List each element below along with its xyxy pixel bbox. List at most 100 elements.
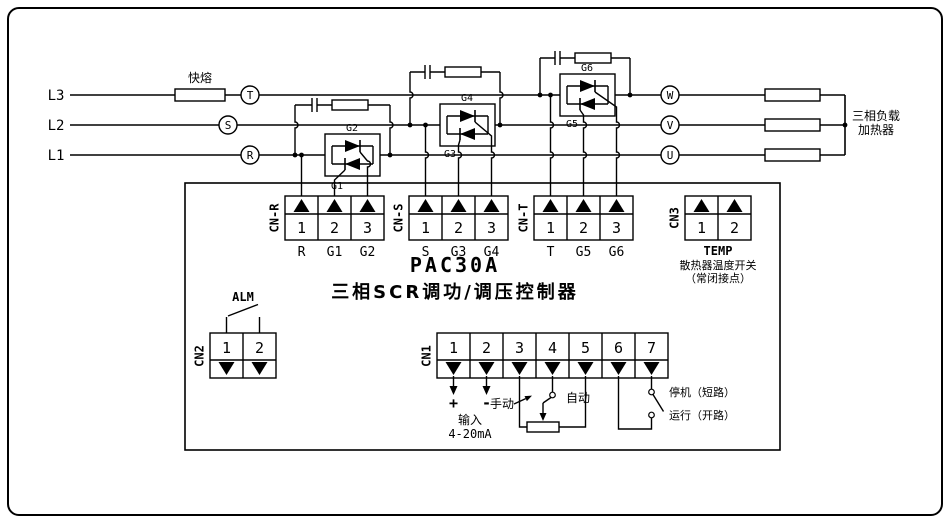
connector-cn-r: 1 2 3 CN-R R G1 G2 [268,195,385,260]
model-title: PAC30A [410,253,500,277]
thyristor-symbol [580,98,595,110]
input-label: 输入 [458,412,482,427]
gate-wire-g4 [474,121,496,198]
pin-number: 1 [421,219,430,237]
pin-number: 1 [697,219,706,237]
pin-label: S [422,245,430,260]
pin-number: 7 [647,339,656,357]
load-label-1: 三相负载 [852,109,900,123]
gate-wire-g5 [579,109,588,198]
pin-number: 2 [330,219,339,237]
alm-contact-wires [225,317,261,333]
pin-label: G6 [609,245,625,260]
resistor-symbol [331,99,369,111]
terminal-triangle [643,362,660,375]
pot-left-wire [518,376,527,428]
temp-desc-2: （常闭接点） [685,272,751,285]
terminal-triangle [544,362,561,375]
junction-dot [548,92,553,98]
terminal-triangle [417,199,434,212]
scr-branches [566,85,609,105]
pin-label: R [298,245,306,260]
input-range-label: 4-20mA [448,427,492,441]
pin-number: 2 [482,339,491,357]
label-l1: L1 [48,148,65,164]
junction-dot [299,152,304,158]
gate-label-g2: G2 [346,123,358,134]
connector-name: CN2 [193,345,207,367]
scr-branches [446,115,489,135]
terminal-triangle [608,199,625,212]
temp-desc-1: 散热器温度开关 [680,258,757,272]
scr-package [559,73,616,117]
connector-grid [285,196,384,240]
scr-package [439,103,496,147]
snubber-drop [499,72,504,125]
alm-label: ALM [232,290,254,304]
connector-cn3: 1 2 CN3 TEMP 散热器温度开关 （常闭接点） [668,195,757,285]
pin-number: 3 [515,339,524,357]
diagram-border [7,7,943,516]
heater-resistor [764,148,821,162]
scr-module-t: G6 G5 [537,51,633,198]
pin-label: G5 [576,245,592,260]
manual-label: 手动 [490,397,514,411]
label-l2: L2 [48,118,65,134]
heater-resistor [764,118,821,132]
terminal-triangle [726,199,743,212]
pin-number: 1 [297,219,306,237]
terminal-triangle [359,199,376,212]
pin-number: 2 [454,219,463,237]
gate-label-g5: G5 [566,119,578,130]
pin-number: 2 [730,219,739,237]
contact-point [549,391,556,399]
arrow-down-icon [449,386,458,395]
run-wire [617,376,653,430]
connector-name: CN3 [668,207,682,229]
connector-grid [409,196,508,240]
load-heaters: 三相负载 加热器 [764,88,900,162]
phase-circle-r [240,145,260,165]
pin-number: 1 [449,339,458,357]
source-phase-markers: T S R [218,85,260,165]
junction-dot [387,152,393,158]
terminal-triangle [251,362,268,375]
contact-point [648,411,655,419]
pin-number: 2 [255,339,264,357]
pin-number: 2 [579,219,588,237]
contact-point [648,388,655,396]
junction-dot [842,122,848,128]
phase-circle-u [660,145,680,165]
capacitor-symbol [424,65,431,79]
gate-label-g6: G6 [581,63,593,74]
thyristor-symbol [460,110,475,122]
controller-box [184,182,781,451]
pin-label: T [547,245,555,260]
snubber-drop [539,58,631,95]
capacitor-symbol [554,51,561,65]
selector-blade [542,396,552,404]
terminal-triangle [326,199,343,212]
phase-letter-u: U [667,149,674,162]
pin-number: 3 [487,219,496,237]
phase-letter-s: S [225,119,232,132]
thyristor-symbol [345,140,360,152]
resistor-symbol [444,66,482,78]
phase-tap-s [424,125,430,198]
terminal-triangle [478,362,495,375]
cn1-wiring: + - 输入 4-20mA 手动 自动 停机（短路） 运行（开路） [448,376,735,441]
pot-right-wire [559,376,587,428]
pin-number: 3 [363,219,372,237]
terminal-triangle [218,362,235,375]
auto-label: 自动 [566,391,590,405]
resistor-symbol [574,52,612,64]
product-title: 三相SCR调功/调压控制器 [331,281,579,303]
gate-wire-g6 [594,91,621,198]
terminal-triangle [542,199,559,212]
connector-grid [685,196,751,240]
junction-dot [407,122,413,128]
phase-tap-t [549,95,555,198]
connector-name: CN-R [268,203,282,233]
pin-label: G4 [484,245,500,260]
